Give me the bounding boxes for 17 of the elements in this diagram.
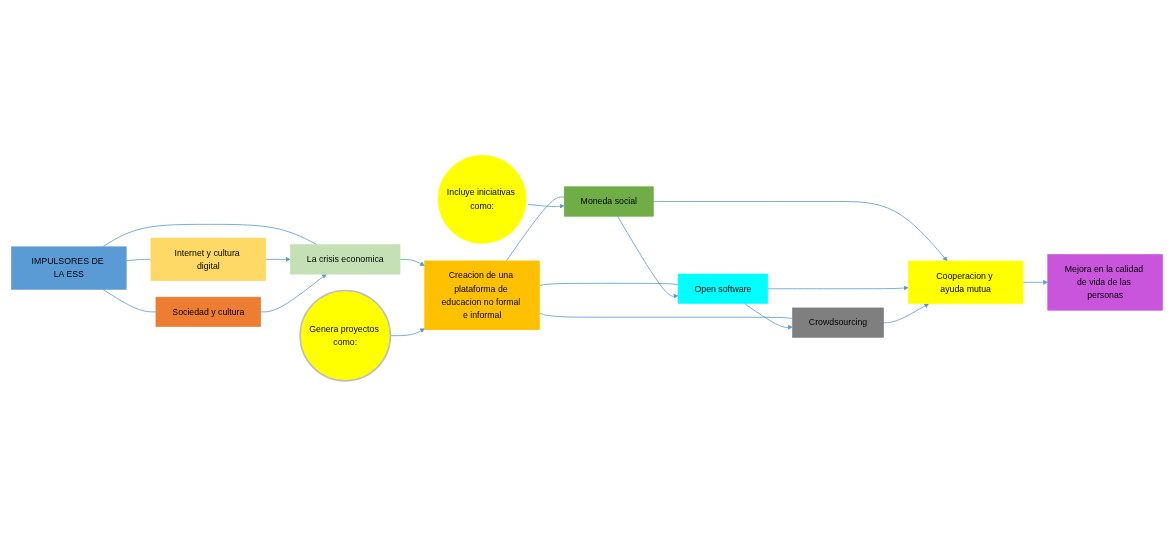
node-circle: Genera proyectos como:: [299, 289, 392, 382]
connector: [539, 282, 679, 286]
node-box: Creacion de una plataforma de educacion no formal e informal: [424, 260, 540, 331]
node-box: La crisis economica: [290, 244, 401, 275]
node-box: IMPULSORES DE LA ESS: [11, 246, 127, 290]
node-box: Open software: [677, 273, 769, 304]
node-box: Crowdsourcing: [792, 307, 884, 338]
node-box: Mejora en la calidad de vida de las personas: [1047, 254, 1163, 311]
node-circle: Incluye iniciativas como:: [436, 153, 529, 246]
node-box: Internet y cultura digital: [150, 237, 267, 281]
connector: [102, 289, 157, 313]
node-box: Sociedad y cultura: [155, 296, 261, 327]
connector: [539, 312, 793, 319]
node-box: Moneda social: [563, 186, 654, 217]
node-box: Cooperacion y ayuda mutua: [907, 260, 1024, 304]
connector: [125, 258, 152, 262]
connector: [102, 223, 318, 248]
